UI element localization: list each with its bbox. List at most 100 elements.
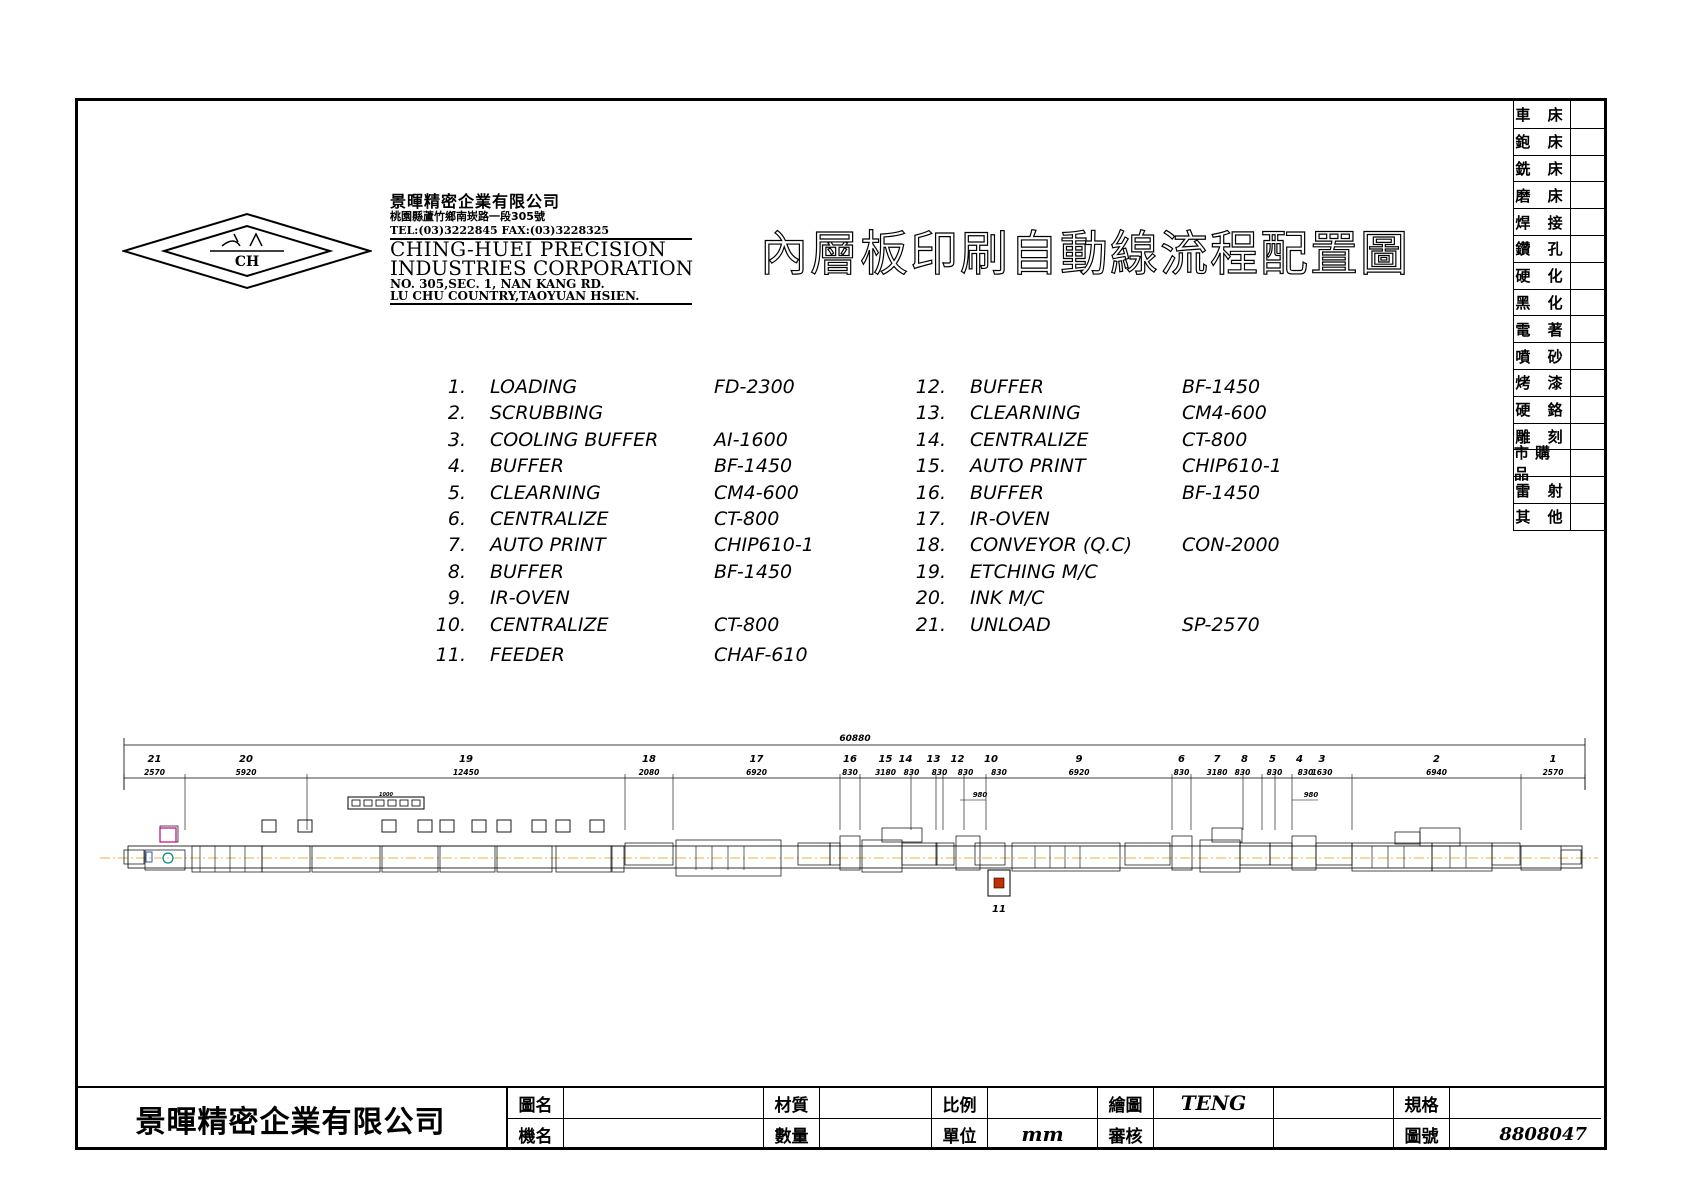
machine-block [381, 845, 439, 873]
cabinet-box [417, 819, 433, 833]
machine-block [974, 842, 1006, 866]
cabinet-box [471, 819, 487, 833]
process-name: INK M/C [970, 587, 1045, 610]
process-number: 12. [915, 376, 946, 398]
category-row: 電 著 [1514, 315, 1606, 343]
category-label: 其 他 [1514, 503, 1571, 530]
station-number: 21 [148, 754, 162, 765]
process-model: CM4-600 [1182, 402, 1267, 425]
station-number: 14 [899, 754, 913, 765]
machine-block [839, 835, 861, 871]
category-row: 鑽 孔 [1514, 234, 1606, 262]
category-label: 噴 砂 [1514, 343, 1571, 369]
label-drawing-no: 圖號 [1394, 1119, 1450, 1150]
process-number: 8. [447, 560, 466, 583]
machine-block [675, 839, 782, 877]
process-name: AUTO PRINT [970, 455, 1086, 478]
value-drawing-name [564, 1088, 764, 1119]
process-name: FEEDER [490, 644, 565, 666]
logo-text: CH [235, 254, 259, 270]
process-number: 18. [915, 534, 946, 557]
station-length: 3180 [1207, 768, 1228, 777]
sub-dimension-a: 980 [973, 791, 988, 799]
process-model: FD-2300 [714, 376, 795, 398]
station-length: 830 [932, 768, 948, 777]
machine-block [955, 835, 981, 871]
category-label: 磨 床 [1514, 182, 1571, 209]
station-number: 18 [642, 754, 656, 765]
process-name: CONVEYOR (Q.C) [970, 534, 1132, 557]
machine-block [1419, 827, 1461, 847]
station-number: 7 [1214, 754, 1221, 765]
process-number: 17. [915, 508, 946, 530]
machine-block [1171, 835, 1193, 871]
process-number: 16. [915, 481, 946, 504]
station-number: 17 [750, 754, 764, 765]
station-number: 6 [1178, 754, 1185, 765]
process-model: SP-2570 [1182, 613, 1260, 636]
label-check: 審核 [1098, 1119, 1154, 1150]
category-row: 硬 鉻 [1514, 395, 1606, 423]
company-name-en-1: CHING-HUEI PRECISION [390, 237, 667, 261]
category-row: 硬 化 [1514, 261, 1606, 289]
total-length-label: 60880 [839, 734, 870, 744]
conveyor-body [127, 845, 1583, 869]
cabinet-box [261, 819, 277, 833]
category-row: 車 床 [1514, 101, 1606, 128]
process-number: 20. [915, 587, 946, 610]
station-number: 20 [239, 754, 253, 765]
process-number: 14. [915, 428, 946, 451]
control-panel-cell [411, 799, 421, 807]
label-scale: 比例 [932, 1088, 988, 1119]
control-panel-cell [363, 799, 373, 807]
machine-block [1199, 839, 1241, 873]
process-name: SCRUBBING [490, 402, 604, 425]
station-length: 830 [1235, 768, 1251, 777]
station-length: 2080 [639, 768, 660, 777]
drawing-frame [75, 98, 1607, 1150]
process-name: CENTRALIZE [490, 508, 609, 530]
category-row: 磨 床 [1514, 181, 1606, 209]
category-label: 車 床 [1514, 101, 1571, 128]
company-tel-fax: TEL:(03)3222845 FAX:(03)3228325 [390, 224, 692, 240]
process-number: 3. [447, 428, 466, 451]
feeder-accent [993, 877, 1005, 889]
station-number: 8 [1241, 754, 1248, 765]
company-address-cn: 桃園縣蘆竹鄉南崁路一段305號 [390, 210, 545, 223]
process-number: 7. [447, 534, 466, 557]
value-quantity [820, 1119, 932, 1150]
process-model: BF-1450 [1182, 481, 1261, 504]
process-model: CT-800 [714, 508, 780, 530]
process-number: 19. [915, 560, 946, 583]
station-length: 6920 [746, 768, 767, 777]
value-drawn: TENG [1154, 1088, 1274, 1119]
machine-block [555, 845, 612, 873]
machine-block [935, 842, 955, 866]
machine-block [861, 839, 903, 873]
process-category-table: 車 床鉋 床銑 床磨 床焊 接鑽 孔硬 化黑 化電 著噴 砂烤 漆硬 鉻雕 刻市… [1513, 101, 1606, 531]
station-number: 16 [843, 754, 857, 765]
machine-block [624, 842, 674, 866]
process-name: IR-OVEN [970, 508, 1050, 530]
title-block-company: 景暉精密企業有限公司 [75, 1088, 508, 1150]
process-name: COOLING BUFFER [490, 428, 659, 451]
process-number: 21. [915, 613, 946, 636]
station-length: 830 [842, 768, 858, 777]
station-number: 15 [879, 754, 893, 765]
machine-block [144, 849, 186, 871]
process-model: CHAF-610 [714, 644, 808, 666]
station-length: 1630 [1312, 768, 1333, 777]
process-model: CT-800 [1182, 428, 1248, 451]
feeder-block [987, 869, 1011, 897]
process-name: CLEARNING [490, 481, 601, 504]
category-row: 雕 刻 [1514, 422, 1606, 450]
process-name: IR-OVEN [490, 587, 570, 610]
label-drawn: 繪圖 [1098, 1088, 1154, 1119]
cabinet-box [589, 819, 605, 833]
label-quantity: 數量 [764, 1119, 820, 1150]
title-block: 景暉精密企業有限公司 圖名 機名 材質 數量 比例 單位 mm 繪圖 TENG … [75, 1086, 1607, 1152]
process-model: CHIP610-1 [714, 534, 814, 557]
cabinet-box [531, 819, 547, 833]
machine-block [1351, 842, 1433, 872]
process-model: BF-1450 [1182, 376, 1261, 398]
